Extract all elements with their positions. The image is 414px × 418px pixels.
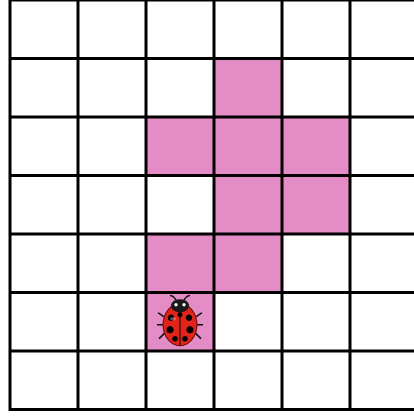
grid-line-horizontal [9,291,414,294]
grid-line-vertical [9,0,12,410]
empty-cell[interactable] [350,176,414,235]
empty-cell[interactable] [350,0,414,59]
grid-line-horizontal [9,350,414,353]
empty-cell[interactable] [78,176,146,235]
empty-cell[interactable] [282,59,350,118]
empty-cell[interactable] [146,176,214,235]
grid-svg [4,0,414,414]
empty-cell[interactable] [282,293,350,352]
empty-cell[interactable] [146,0,214,59]
painted-cell[interactable] [214,117,282,176]
grid-line-vertical [145,0,148,410]
grid-line-horizontal [9,0,414,2]
grid-line-vertical [213,0,216,410]
empty-cell[interactable] [10,351,78,410]
empty-cell[interactable] [282,0,350,59]
empty-cell[interactable] [78,59,146,118]
empty-cell[interactable] [10,117,78,176]
empty-cell[interactable] [350,117,414,176]
empty-cell[interactable] [78,234,146,293]
empty-cell[interactable] [78,117,146,176]
empty-cell[interactable] [78,351,146,410]
empty-cell[interactable] [10,176,78,235]
grid-line-vertical [77,0,80,410]
grid-line-horizontal [9,233,414,236]
empty-cell[interactable] [214,351,282,410]
painted-cell[interactable] [214,176,282,235]
empty-cell[interactable] [350,351,414,410]
grid-line-horizontal [9,116,414,119]
painted-cell[interactable] [146,117,214,176]
painted-cell[interactable] [282,176,350,235]
empty-cell[interactable] [78,293,146,352]
painted-cell[interactable] [214,59,282,118]
empty-cell[interactable] [214,293,282,352]
painted-cell[interactable] [214,234,282,293]
empty-cell[interactable] [78,0,146,59]
empty-cell[interactable] [10,234,78,293]
painted-cell[interactable] [146,234,214,293]
grid-line-vertical [349,0,352,410]
empty-cell[interactable] [282,234,350,293]
empty-cell[interactable] [350,59,414,118]
grid-line-horizontal [9,408,414,411]
empty-cell[interactable] [10,59,78,118]
empty-cell[interactable] [10,0,78,59]
empty-cell[interactable] [146,59,214,118]
empty-cell[interactable] [10,293,78,352]
grid-line-horizontal [9,57,414,60]
painted-cell[interactable] [282,117,350,176]
empty-cell[interactable] [350,234,414,293]
empty-cell[interactable] [350,293,414,352]
game-board [4,0,414,414]
empty-cell[interactable] [146,351,214,410]
empty-cell[interactable] [214,0,282,59]
grid-line-vertical [281,0,284,410]
cells-layer [10,0,414,410]
empty-cell[interactable] [282,351,350,410]
grid-line-horizontal [9,174,414,177]
